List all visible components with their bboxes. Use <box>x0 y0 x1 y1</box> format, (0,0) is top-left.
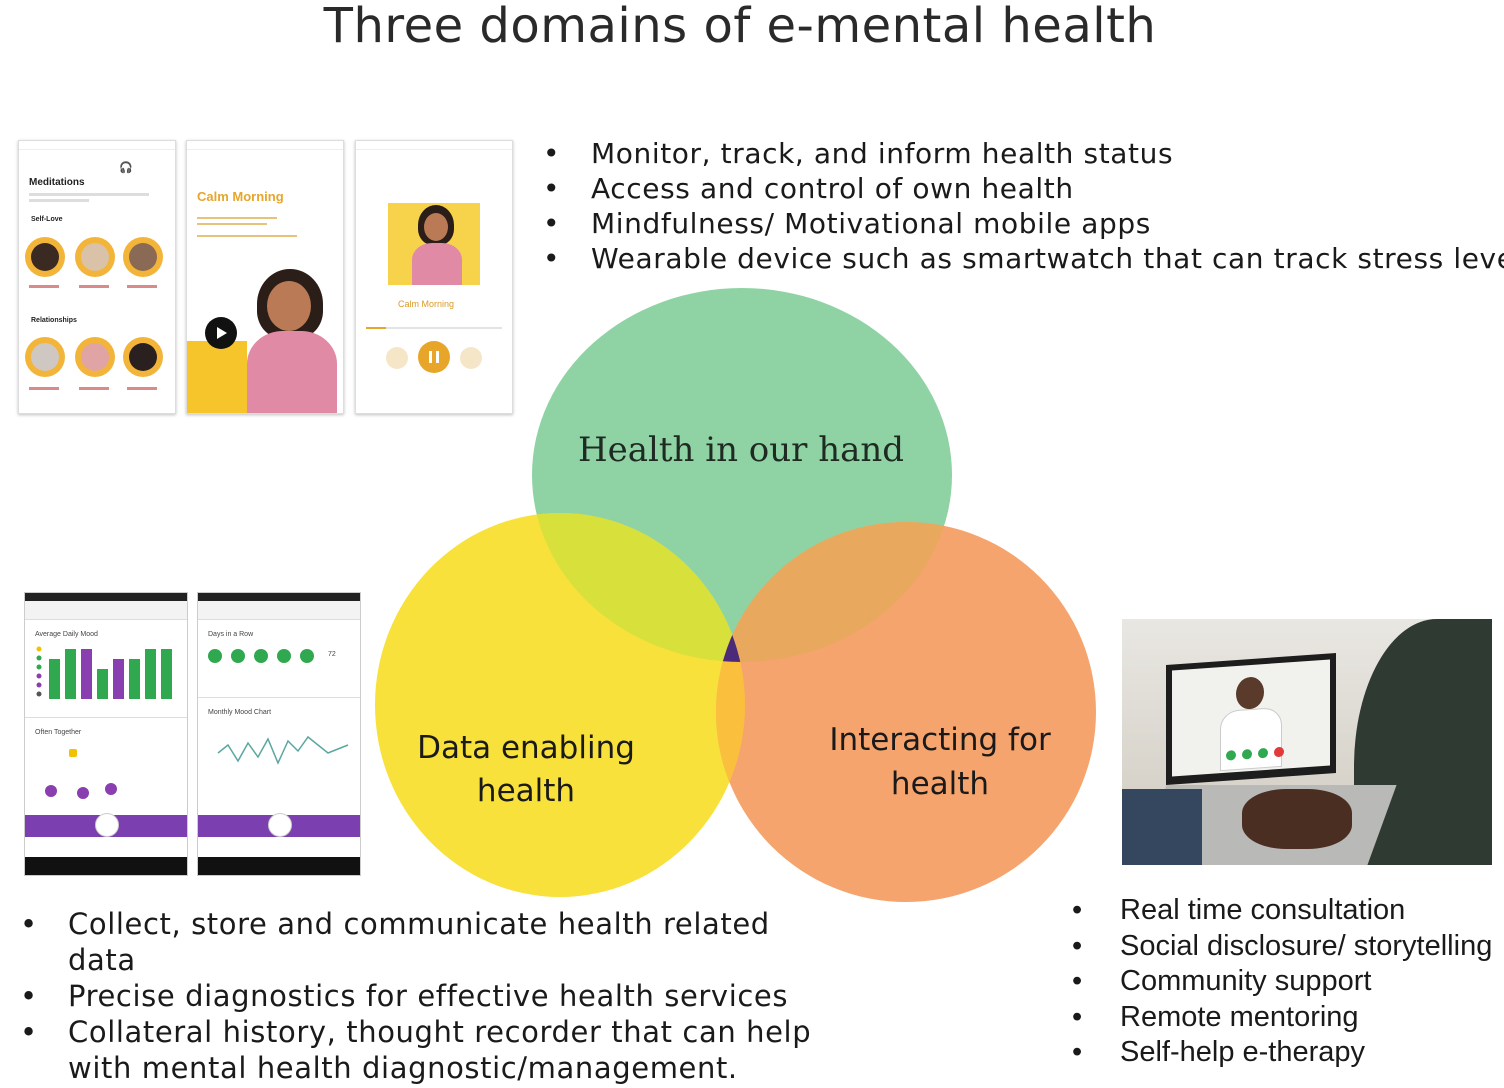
mood-scale-dot <box>36 655 42 661</box>
label-interacting-1: Interacting for <box>829 722 1051 758</box>
rewind-icon[interactable] <box>386 347 408 369</box>
mood-screen-left: Average Daily Mood Often Together <box>24 592 188 876</box>
check-icon <box>254 649 268 663</box>
mood-scale-dot <box>36 691 42 697</box>
left-card1-title: Average Daily Mood <box>35 631 98 638</box>
list-item: Social disclosure/ storytelling <box>1072 929 1492 965</box>
headphones-icon: 🎧 <box>119 162 133 174</box>
forward-icon[interactable] <box>460 347 482 369</box>
pause-icon[interactable] <box>418 341 450 373</box>
list-item: Real time consultation <box>1072 893 1492 929</box>
bottom-left-bullet-list: Collect, store and communicate health re… <box>20 906 828 1086</box>
page-title: Three domains of e-mental health <box>323 0 1157 54</box>
list-item: Collect, store and communicate health re… <box>20 906 828 978</box>
label-interacting-2: health <box>891 766 989 802</box>
label-data-enabling-1: Data enabling <box>417 730 635 766</box>
check-icon <box>300 649 314 663</box>
mood-bar <box>97 669 108 699</box>
days-count: 72 <box>328 651 336 658</box>
mood-bar-chart <box>36 646 172 699</box>
list-item: Community support <box>1072 964 1492 1000</box>
calm-morning-small: Calm Morning <box>398 299 455 309</box>
list-item: Self-help e-therapy <box>1072 1035 1492 1071</box>
check-icon <box>208 649 222 663</box>
mood-bar <box>129 659 140 699</box>
check-icon <box>231 649 245 663</box>
mood-screen-right: Days in a Row 72 Monthly Mood Chart <box>197 592 361 876</box>
mood-bar <box>113 659 124 699</box>
list-item: Monitor, track, and inform health status <box>543 136 1504 171</box>
mood-scale-dot <box>36 682 42 688</box>
top-bullet-list: Monitor, track, and inform health status… <box>543 136 1504 276</box>
right-card1-title: Days in a Row <box>208 631 254 638</box>
mood-bar <box>161 649 172 699</box>
mood-bar <box>65 649 76 699</box>
meditations-title: Meditations <box>29 177 85 188</box>
add-button[interactable] <box>95 813 119 837</box>
laptop-screen <box>1166 653 1336 785</box>
calm-morning-title: Calm Morning <box>197 189 284 204</box>
overlap-top-right <box>716 522 952 662</box>
mood-bar <box>49 659 60 699</box>
label-data-enabling-2: health <box>477 773 575 809</box>
list-item: Wearable device such as smartwatch that … <box>543 241 1504 276</box>
mood-scale-dot <box>36 664 42 670</box>
relationships-label: Relationships <box>31 317 77 324</box>
left-card2-title: Often Together <box>35 729 82 736</box>
check-icon <box>277 649 291 663</box>
mood-bar <box>145 649 156 699</box>
list-item: Collateral history, thought recorder tha… <box>20 1014 828 1086</box>
list-item: Remote mentoring <box>1072 1000 1492 1036</box>
list-item: Access and control of own health <box>543 171 1504 206</box>
mood-bar <box>81 649 92 699</box>
player-screen: Calm Morning <box>355 140 513 414</box>
calm-morning-screen: Calm Morning <box>186 140 344 414</box>
video-consultation-photo <box>1122 619 1492 865</box>
mood-scale-dot <box>36 646 42 652</box>
label-health-in-hand: Health in our hand <box>578 430 904 470</box>
play-icon[interactable] <box>205 317 237 349</box>
mood-line-chart <box>217 735 349 765</box>
list-item: Precise diagnostics for effective health… <box>20 978 828 1014</box>
venn-diagram: Health in our hand Data enabling health … <box>375 288 1096 902</box>
meditations-screen: 🎧 Meditations Self-Love Relationships <box>18 140 176 414</box>
bottom-right-bullet-list: Real time consultation Social disclosure… <box>1072 893 1492 1071</box>
overlap-top-left <box>532 513 745 662</box>
list-item: Mindfulness/ Motivational mobile apps <box>543 206 1504 241</box>
right-card2-title: Monthly Mood Chart <box>208 709 272 716</box>
self-love-label: Self-Love <box>31 216 63 223</box>
mood-scale-dot <box>36 673 42 679</box>
add-button[interactable] <box>268 813 292 837</box>
